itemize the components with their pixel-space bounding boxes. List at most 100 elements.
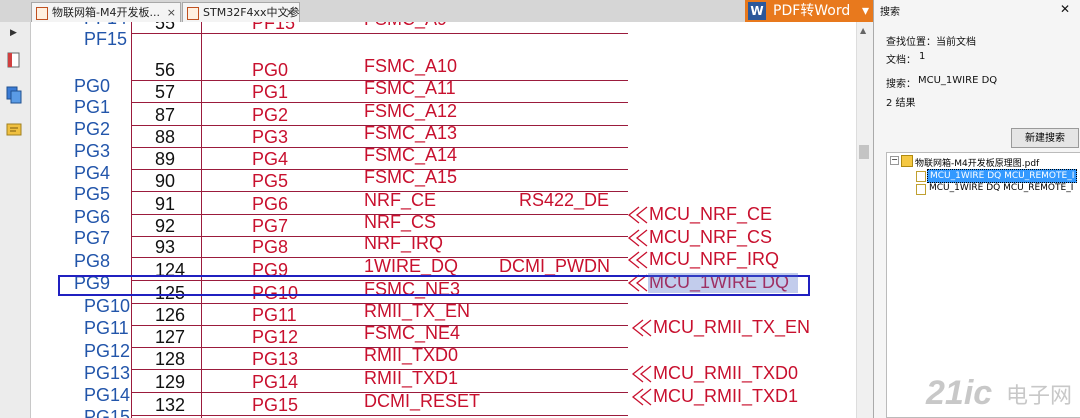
search-hit-highlight-box — [58, 275, 810, 296]
pin-name: PG10 — [252, 283, 299, 303]
page-thumbnail-icon[interactable] — [7, 52, 21, 68]
pin-number: 56 — [155, 60, 176, 80]
alt-signal-name: DCMI_PWDN — [499, 256, 610, 276]
watermark-brand: 21ic — [926, 374, 993, 412]
pdf-to-word-button[interactable]: W PDF转Word ▾ — [745, 0, 873, 22]
expand-arrow-icon[interactable]: ▶ — [10, 28, 17, 38]
row-separator — [131, 214, 628, 215]
document-count-label: 文档： — [886, 55, 916, 66]
net-label: MCU_1WIRE DQ — [649, 272, 790, 292]
search-term-label: 搜索： — [886, 79, 916, 90]
pin-name: PG3 — [252, 127, 289, 147]
new-search-button[interactable]: 新建搜索 — [1011, 128, 1079, 148]
pin-name: PG15 — [252, 395, 299, 415]
tab-schematic-pdf[interactable]: 物联网箱-M4开发板... × — [31, 2, 181, 22]
pin-number: 125 — [155, 283, 186, 303]
net-label: MCU_RMII_TX_EN — [653, 317, 811, 337]
pin-label-left: PF14 — [84, 22, 127, 27]
pin-label-left: PG5 — [74, 184, 111, 204]
pin-number: 89 — [155, 149, 176, 169]
signal-name: 1WIRE_DQ — [364, 256, 459, 276]
row-separator — [131, 102, 628, 103]
word-icon: W — [748, 2, 766, 20]
signal-name: FSMC_A15 — [364, 167, 458, 187]
search-results-tree: − 物联网箱-M4开发板原理图.pdf MCU_1WIRE DQ MCU_REM… — [886, 152, 1080, 418]
row-separator — [131, 369, 628, 370]
net-port-arrow-icon — [627, 251, 648, 269]
tab-stm32-reference[interactable]: STM32F4xx中文参... × — [182, 2, 300, 22]
row-separator — [131, 33, 628, 34]
collapse-icon[interactable]: − — [890, 155, 899, 165]
pin-name: PG0 — [252, 60, 289, 80]
pin-name: PG5 — [252, 171, 289, 191]
pdf-file-icon — [901, 155, 913, 167]
search-pane: 搜索 ✕ 查找位置： 当前文档 文档： 1 搜索： MCU_1WIRE DQ 2… — [873, 0, 1080, 418]
pin-label-left: PG0 — [74, 76, 111, 96]
row-separator — [131, 191, 628, 192]
pin-label-left: PF15 — [84, 29, 128, 49]
alt-signal-name: RS422_DE — [519, 190, 610, 210]
signal-name: RMII_TXD1 — [364, 368, 459, 388]
pin-label-left: PG3 — [74, 141, 111, 161]
net-port-arrow-icon — [631, 365, 652, 383]
location-value: 当前文档 — [936, 37, 976, 48]
close-icon[interactable]: ✕ — [1060, 2, 1071, 16]
chevron-down-icon[interactable]: ▾ — [861, 3, 869, 19]
signal-name: DCMI_RESET — [364, 391, 481, 411]
scroll-up-icon[interactable]: ▲ — [860, 26, 867, 35]
vertical-scrollbar[interactable]: ▲ — [856, 22, 873, 418]
watermark-text: 电子网 — [1006, 384, 1073, 409]
pin-label-left: PG14 — [84, 385, 131, 405]
signal-name: FSMC_NE3 — [364, 279, 461, 299]
search-result-item-selected[interactable]: MCU_1WIRE DQ MCU_REMOTE_I — [927, 169, 1078, 183]
row-separator — [131, 325, 628, 326]
pin-name: PG7 — [252, 216, 289, 236]
net-label: MCU_RMII_TXD0 — [653, 363, 799, 383]
net-port-arrow-icon — [631, 319, 652, 337]
pdf-to-word-label: PDF转Word — [773, 3, 851, 19]
pdf-document-page: PF14PF15PG0PG1PG2PG3PG4PG5PG6PG7PG8PG9PG… — [31, 22, 856, 418]
search-hit-selection — [648, 273, 798, 293]
comments-panel-icon[interactable] — [6, 122, 22, 138]
pin-label-left: PG7 — [74, 228, 111, 248]
document-icon — [916, 171, 926, 182]
search-pane-title: 搜索 — [880, 7, 900, 18]
pin-name: PG14 — [252, 372, 299, 392]
pin-name: PG11 — [252, 305, 297, 325]
pin-number: 91 — [155, 194, 176, 214]
signal-name: NRF_IRQ — [364, 233, 444, 253]
pin-label-left: PG15 — [84, 407, 131, 418]
signal-name: FSMC_A13 — [364, 123, 458, 143]
pin-name: PG4 — [252, 149, 289, 169]
location-label: 查找位置： — [886, 37, 936, 48]
tab-label: STM32F4xx中文参... — [203, 6, 300, 19]
net-port-arrow-icon — [627, 229, 648, 247]
pages-panel-icon[interactable] — [6, 86, 22, 104]
signal-name: FSMC_A12 — [364, 101, 458, 121]
pin-number: 129 — [155, 372, 186, 392]
pin-label-left: PG12 — [84, 341, 131, 361]
signal-name: NRF_CE — [364, 190, 437, 210]
pin-number: 87 — [155, 105, 176, 125]
pin-label-left: PG13 — [84, 363, 131, 383]
pin-name: PF15 — [252, 22, 296, 33]
row-separator — [131, 169, 628, 170]
pin-name: PG8 — [252, 237, 289, 257]
pin-name: PG9 — [252, 260, 289, 280]
pin-number: 55 — [155, 22, 176, 33]
row-separator — [131, 80, 628, 81]
row-separator — [131, 415, 628, 416]
row-separator — [131, 236, 628, 237]
row-separator — [131, 303, 628, 304]
result-file-name[interactable]: 物联网箱-M4开发板原理图.pdf — [915, 159, 1040, 169]
search-result-item[interactable]: MCU_1WIRE DQ MCU_REMOTE_I — [929, 183, 1074, 193]
pin-label-left: PG1 — [74, 97, 111, 117]
pin-number: 88 — [155, 127, 176, 147]
row-separator — [131, 347, 628, 348]
signal-name: NRF_CS — [364, 212, 437, 232]
watermark-logo: 21ic 电子网 — [926, 374, 1076, 414]
close-icon[interactable]: × — [285, 6, 295, 19]
pin-number: 124 — [155, 260, 186, 280]
scrollbar-thumb[interactable] — [859, 145, 869, 159]
close-icon[interactable]: × — [166, 6, 176, 19]
